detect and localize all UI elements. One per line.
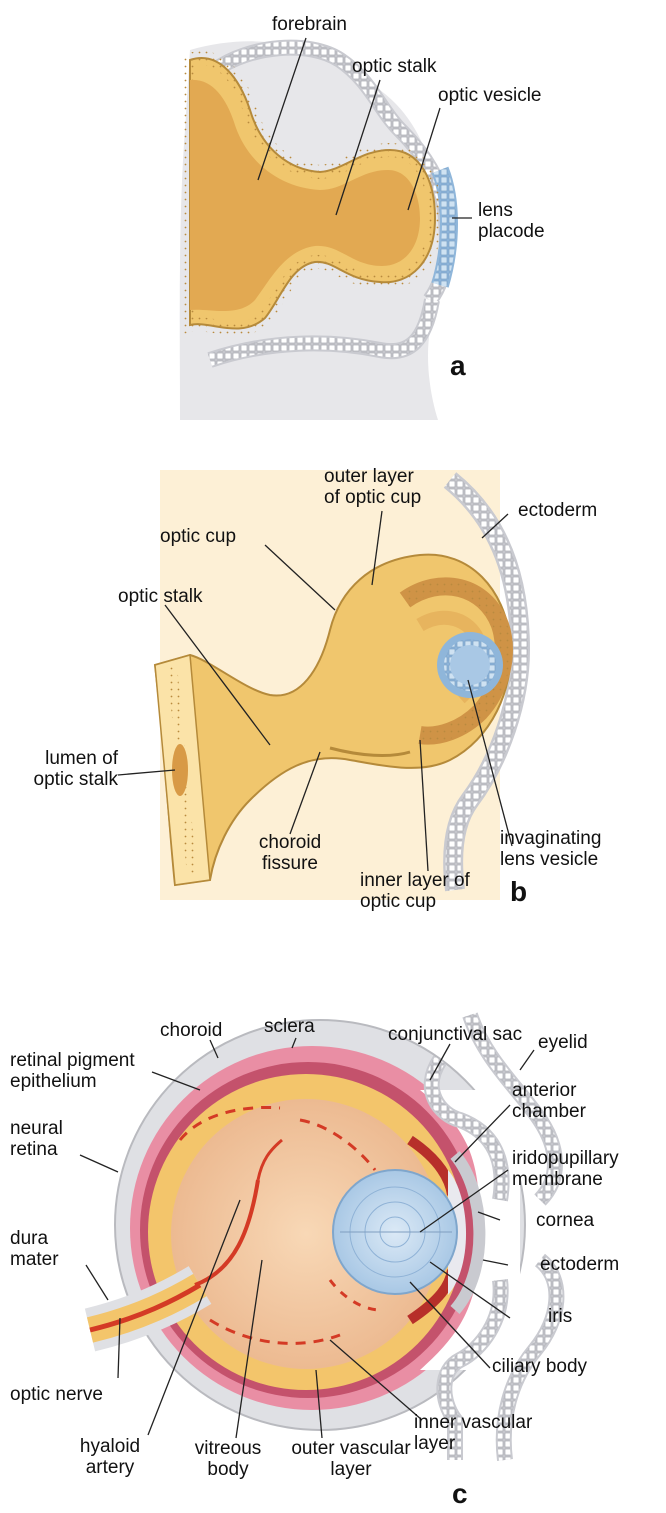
label-hyaloid-artery: hyaloid artery — [70, 1436, 150, 1478]
panel-letter-c: c — [452, 1478, 468, 1510]
label-inner-layer-optic-cup: inner layer of optic cup — [360, 870, 470, 912]
label-forebrain: forebrain — [272, 14, 347, 35]
label-retinal-pigment-epithelium: retinal pigment epithelium — [10, 1050, 135, 1092]
label-optic-cup: optic cup — [160, 526, 236, 547]
label-optic-stalk-a: optic stalk — [352, 56, 436, 77]
label-lens-placode: lens placode — [478, 200, 545, 242]
label-anterior-chamber: anterior chamber — [512, 1080, 586, 1122]
label-ciliary-body: ciliary body — [492, 1356, 587, 1377]
label-cornea: cornea — [536, 1210, 594, 1231]
label-choroid-fissure: choroid fissure — [250, 832, 330, 874]
label-sclera: sclera — [264, 1016, 315, 1037]
label-eyelid: eyelid — [538, 1032, 588, 1053]
label-ectoderm-c: ectoderm — [540, 1254, 619, 1275]
label-lumen-optic-stalk: lumen of optic stalk — [0, 748, 118, 790]
label-neural-retina: neural retina — [10, 1118, 63, 1160]
label-dura-mater: dura mater — [10, 1228, 59, 1270]
label-optic-stalk-b: optic stalk — [118, 586, 202, 607]
panel-letter-b: b — [510, 876, 527, 908]
label-vitreous-body: vitreous body — [188, 1438, 268, 1480]
label-iridopupillary-membrane: iridopupillary membrane — [512, 1148, 619, 1190]
label-outer-layer-optic-cup: outer layer of optic cup — [324, 466, 421, 508]
label-inner-vascular-layer: inner vascular layer — [414, 1412, 532, 1454]
panel-letter-a: a — [450, 350, 466, 382]
label-outer-vascular-layer: outer vascular layer — [286, 1438, 416, 1480]
panel-c-artwork — [90, 1015, 556, 1460]
label-invaginating-lens-vesicle: invaginating lens vesicle — [500, 828, 601, 870]
label-conjunctival-sac: conjunctival sac — [388, 1024, 522, 1045]
panel-a-artwork — [180, 41, 449, 420]
label-optic-vesicle: optic vesicle — [438, 85, 542, 106]
label-optic-nerve: optic nerve — [10, 1384, 103, 1405]
label-choroid: choroid — [160, 1020, 222, 1041]
label-ectoderm-b: ectoderm — [518, 500, 597, 521]
label-iris: iris — [548, 1306, 572, 1327]
